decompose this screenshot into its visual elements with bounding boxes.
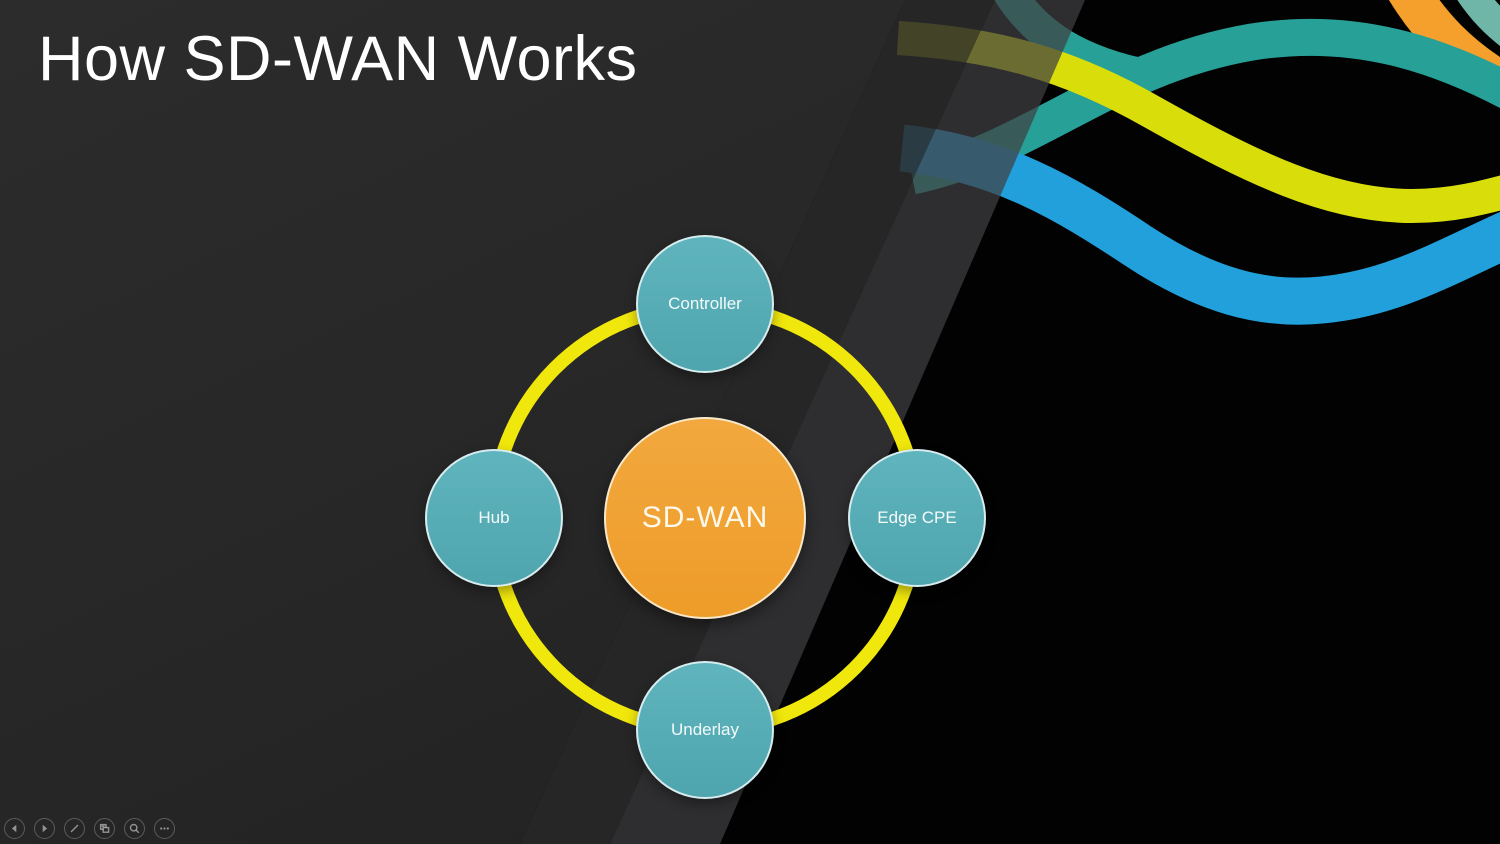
see-all-slides-icon [99, 823, 110, 833]
node-edge-cpe: Edge CPE [848, 449, 986, 587]
slide-title: How SD-WAN Works [38, 24, 638, 94]
center-node-label: SD-WAN [641, 501, 769, 534]
node-controller: Controller [636, 235, 774, 373]
magnifier-icon [129, 823, 140, 834]
node-hub: Hub [425, 449, 563, 587]
pen-icon [70, 824, 79, 833]
ellipsis-icon [160, 827, 169, 830]
node-sdwan-center: SD-WAN [604, 417, 806, 619]
next-slide-button[interactable] [34, 818, 55, 839]
node-underlay: Underlay [636, 661, 774, 799]
ribbon-seafoam [1457, 0, 1500, 46]
see-all-slides-button[interactable] [94, 818, 115, 839]
node-label: Controller [668, 294, 742, 313]
node-label: Edge CPE [877, 508, 957, 527]
more-options-button[interactable] [154, 818, 175, 839]
zoom-slide-button[interactable] [124, 818, 145, 839]
previous-slide-icon [11, 824, 17, 833]
node-label: Underlay [670, 720, 740, 739]
slideshow-toolbar [4, 818, 175, 839]
next-slide-icon [42, 824, 48, 833]
previous-slide-button[interactable] [4, 818, 25, 839]
pen-annotate-button[interactable] [64, 818, 85, 839]
node-label: Hub [478, 508, 510, 527]
ribbon-orange [1388, 0, 1500, 107]
ribbon-blue [899, 124, 1500, 325]
